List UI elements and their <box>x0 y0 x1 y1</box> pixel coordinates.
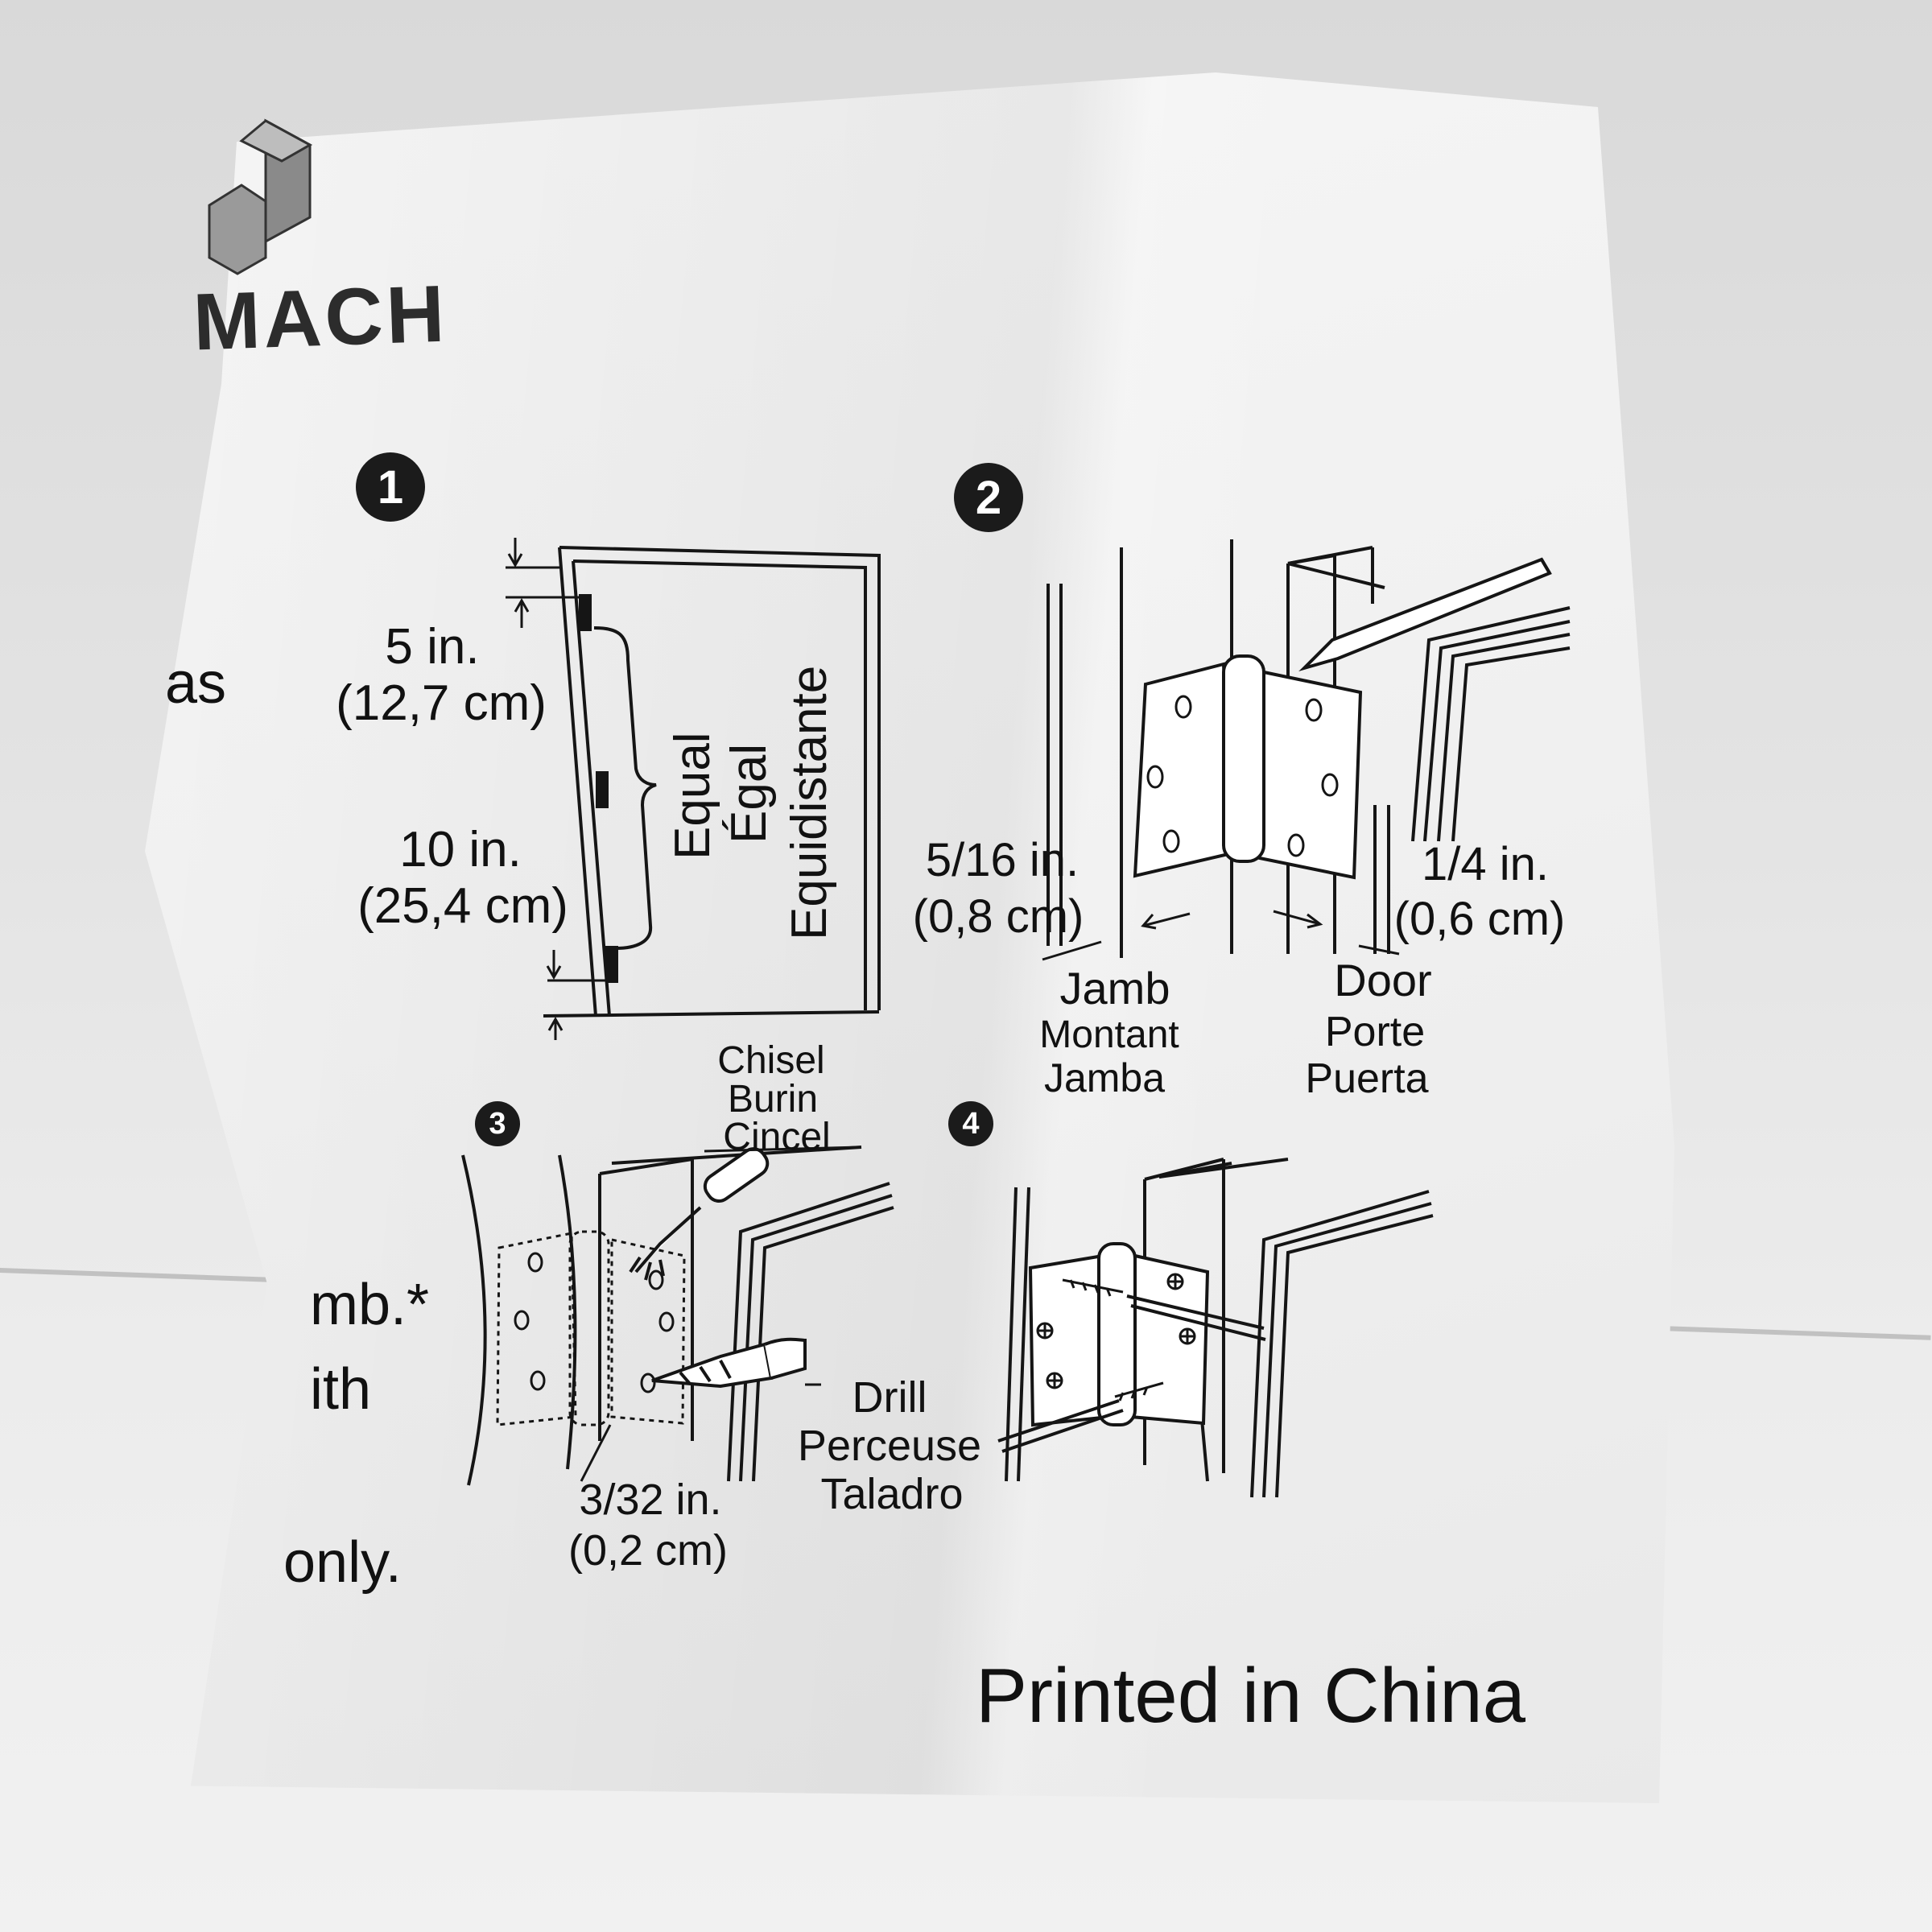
step1-door-frame <box>543 546 881 1018</box>
step2-jamb-label: Jamba <box>1043 1055 1166 1100</box>
step3-chisel-label: Cincel <box>723 1116 831 1158</box>
step2-door-offset-in: 1/4 in. <box>1422 838 1549 890</box>
step3-drill-label: Taladro <box>820 1470 964 1518</box>
step1-bottom-measure-in: 10 in. <box>399 822 522 877</box>
margin-fragment: as <box>165 651 227 716</box>
instruction-sheet <box>145 72 1674 1803</box>
margin-fragment: ith <box>310 1357 372 1422</box>
step2-door-label: Porte <box>1324 1009 1426 1055</box>
step3-depth-cm: (0,2 cm) <box>568 1526 729 1575</box>
step1-equal-label: Equal <box>665 732 720 860</box>
step-1-badge: 1 <box>356 452 425 522</box>
step3-drill-label: Drill <box>852 1373 927 1422</box>
step2-screw-holes <box>1146 695 1339 857</box>
margin-fragment: only. <box>283 1530 402 1595</box>
step3-frame <box>461 1146 894 1486</box>
printed-in-china: Printed in China <box>976 1653 1526 1739</box>
step2-door-label: Door <box>1334 955 1432 1005</box>
step1-hinge-marks <box>579 594 618 983</box>
step2-jamb-label: Montant <box>1039 1013 1179 1056</box>
step3-chisel-label: Burin <box>727 1078 819 1121</box>
margin-fragment: mb.* <box>310 1273 430 1337</box>
step2-jamb-label: Jamb <box>1059 963 1170 1013</box>
step2-jamb-offset-in: 5/16 in. <box>925 834 1080 886</box>
step3-hinge-outline <box>496 1230 686 1426</box>
step1-equal-label: Égal <box>721 743 777 844</box>
step3-drill-label: Perceuse <box>797 1422 982 1470</box>
pencil-icon <box>1298 557 1552 672</box>
step2-door-offset-cm: (0,6 cm) <box>1393 893 1566 945</box>
step2-hinge-leaves <box>1133 654 1363 880</box>
step1-top-measure-cm: (12,7 cm) <box>336 675 547 731</box>
step3-chisel-label: Chisel <box>717 1039 825 1082</box>
drill-bit-icon <box>651 1337 807 1389</box>
step-2-badge: 2 <box>954 463 1023 532</box>
step2-door-label: Puerta <box>1305 1055 1429 1102</box>
step2-offset-arrows <box>1042 910 1400 961</box>
step1-top-measure-in: 5 in. <box>385 619 480 675</box>
step3-screw-holes <box>514 1252 675 1393</box>
step1-bottom-measure-cm: (25,4 cm) <box>357 878 568 934</box>
step1-equal-label: Equidistante <box>782 665 837 940</box>
step4-hinge <box>1028 1242 1210 1427</box>
step1-dimension-arrows <box>506 538 605 1040</box>
step-3-badge: 3 <box>475 1101 520 1146</box>
step3-depth-in: 3/32 in. <box>579 1476 722 1524</box>
step2-jamb-offset-cm: (0,8 cm) <box>912 890 1084 943</box>
screw-icons <box>1036 1273 1196 1402</box>
chisel-icon <box>629 1147 770 1281</box>
step3-label-leaders <box>580 1146 861 1482</box>
cube-logo-icon <box>208 118 313 275</box>
screwdriver-icon <box>997 1294 1266 1453</box>
step-4-badge: 4 <box>948 1101 993 1146</box>
step1-equal-brace <box>593 626 657 950</box>
brand-logo-text: MACH <box>192 268 449 368</box>
